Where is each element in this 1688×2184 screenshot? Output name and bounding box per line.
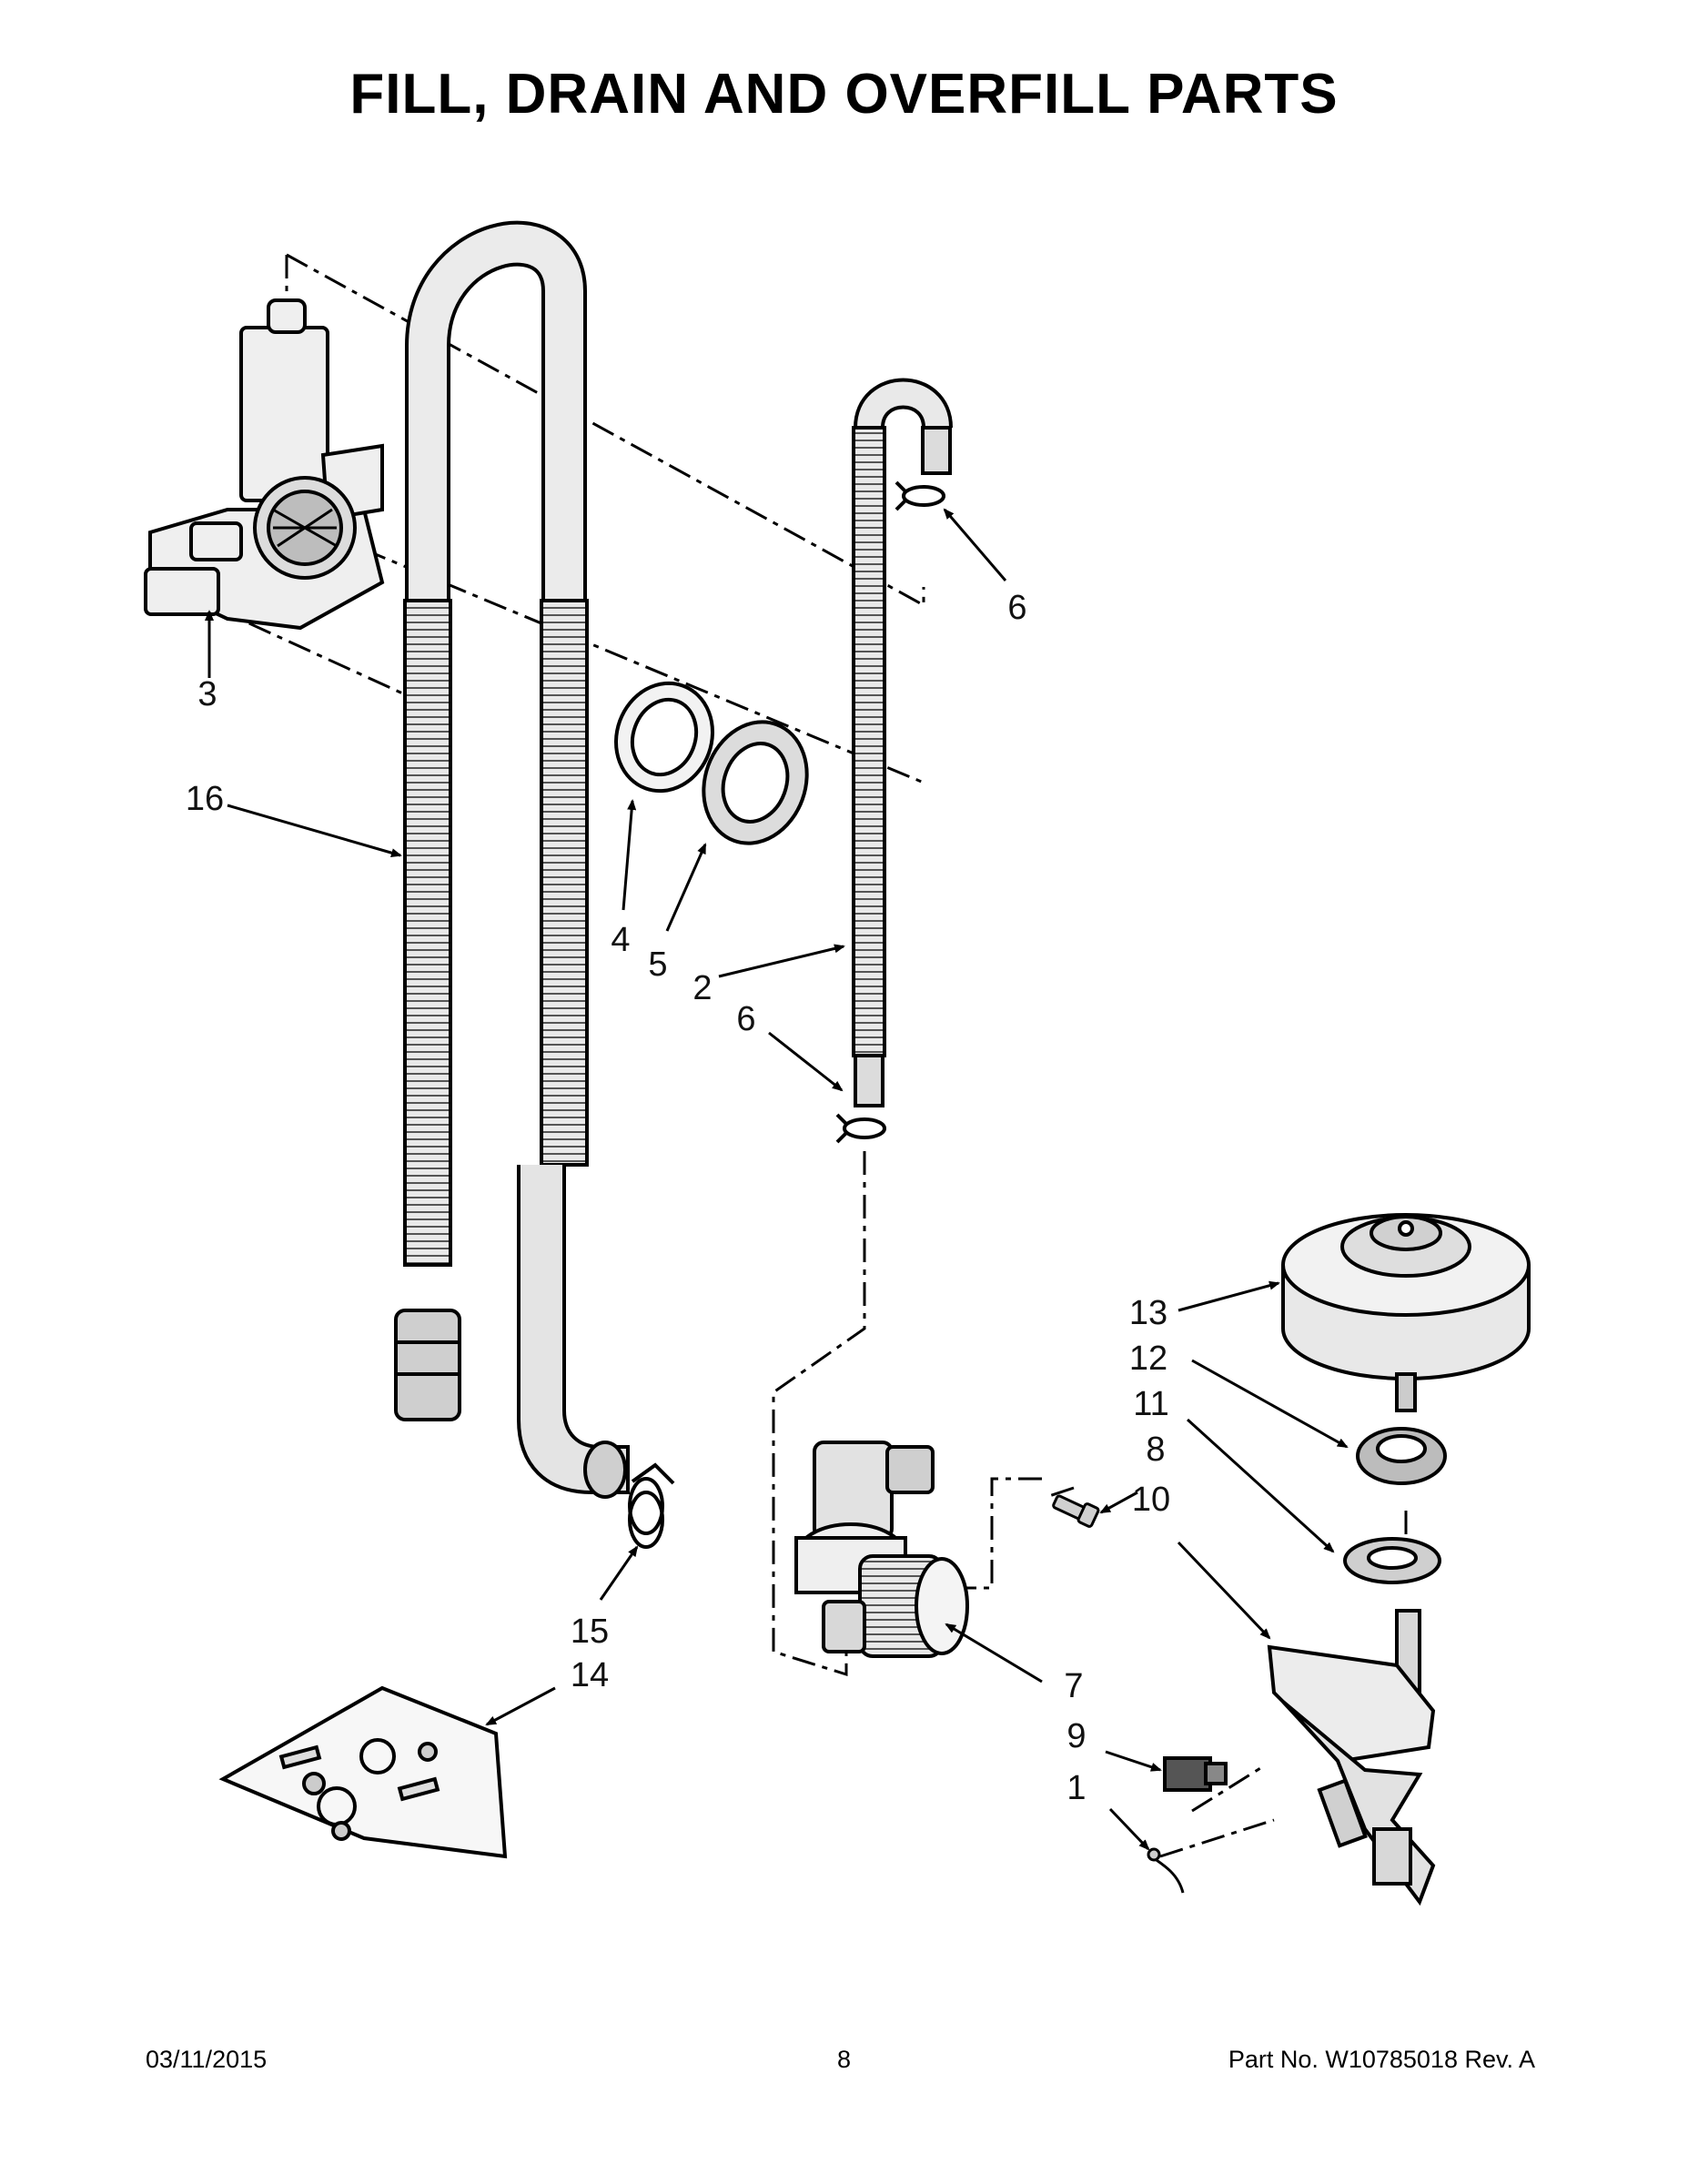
callout-6-bottom: 6: [736, 1000, 755, 1038]
gasket: [614, 681, 714, 794]
callout-7: 7: [1064, 1667, 1083, 1705]
callout-13: 13: [1129, 1294, 1167, 1332]
float-switch: [1163, 1756, 1228, 1792]
assembly-lines: [208, 253, 1408, 1858]
leader-2: [718, 944, 845, 978]
leader-6a: [943, 508, 1007, 581]
footer-date: 03/11/2015: [146, 2046, 268, 2073]
screw: [1052, 1494, 1100, 1528]
callout-4: 4: [611, 921, 630, 959]
float: [1281, 1213, 1531, 1412]
leader-12: [1191, 1359, 1349, 1449]
water-inlet-valve: [794, 1441, 969, 1658]
leader-16: [227, 804, 402, 858]
leader-arrows: [205, 508, 1349, 1851]
leader-6b: [768, 1031, 844, 1092]
callout-5: 5: [648, 945, 667, 984]
callout-11: 11: [1133, 1385, 1168, 1423]
leader-9: [1105, 1750, 1162, 1772]
wire-harness: [1147, 1847, 1185, 1894]
drain-hose: [394, 220, 630, 1499]
callout-14: 14: [571, 1656, 609, 1694]
callout-10: 10: [1132, 1481, 1170, 1519]
callout-labels: 3 16 4 5 2 6 6 15 14 13 12 11 8 10 7 9 1: [186, 589, 1170, 1807]
callout-16: 16: [186, 780, 224, 818]
overfill-float-housing: [144, 298, 385, 631]
leader-15: [599, 1545, 639, 1601]
callout-6-top: 6: [1007, 589, 1026, 627]
footer-part-number: Part No. W10785018 Rev. A: [1228, 2046, 1535, 2073]
parts-bag: [218, 1685, 508, 1859]
leader-14: [485, 1686, 556, 1726]
fill-hose: [852, 378, 953, 1107]
leader-5: [665, 843, 707, 932]
float-nut: [1356, 1427, 1447, 1485]
leader-11: [1186, 1418, 1335, 1553]
float-switch-bracket: [1267, 1609, 1436, 1906]
leader-4: [622, 799, 637, 911]
hose-clamp-bottom: [835, 1113, 886, 1144]
callout-15: 15: [571, 1613, 609, 1651]
nut: [702, 720, 809, 845]
leader-13: [1178, 1280, 1280, 1312]
leader-10: [1177, 1541, 1271, 1640]
leader-8: [1099, 1491, 1138, 1514]
footer-page-number: 8: [836, 2046, 852, 2073]
leader-7: [945, 1623, 1043, 1684]
float-gasket: [1343, 1537, 1441, 1584]
drain-hose-clamp: [628, 1462, 675, 1549]
callout-12: 12: [1129, 1340, 1167, 1378]
callout-3: 3: [197, 675, 217, 713]
leader-1: [1108, 1807, 1150, 1851]
page-title: FILL, DRAIN AND OVERFILL PARTS: [349, 63, 1339, 126]
callout-9: 9: [1066, 1717, 1086, 1755]
callout-1: 1: [1066, 1769, 1086, 1807]
hose-clamp-top: [895, 480, 945, 511]
callout-2: 2: [692, 969, 712, 1007]
callout-8: 8: [1146, 1431, 1165, 1469]
